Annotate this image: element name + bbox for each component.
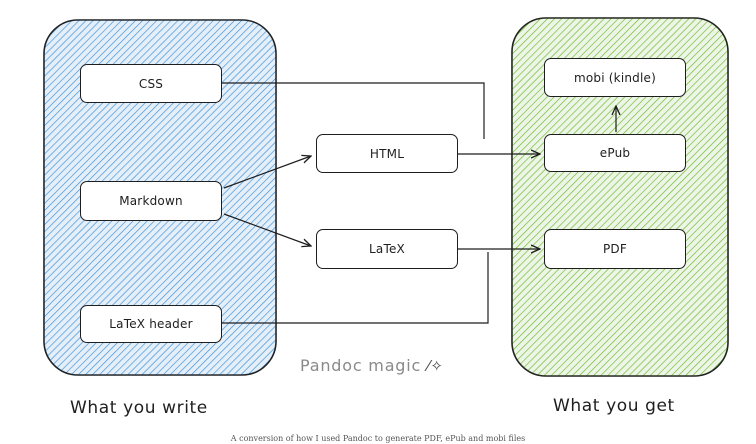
magic-wand-icon: ⁄✧ <box>427 357 444 375</box>
arrow-markdown-latex <box>223 213 311 246</box>
pandoc-magic-text: Pandoc magic <box>300 356 422 375</box>
arrow-markdown-html <box>223 156 311 189</box>
outputs-panel <box>511 17 729 377</box>
node-epub: ePub <box>544 134 686 172</box>
outputs-title: What you get <box>553 396 675 416</box>
node-html: HTML <box>316 134 458 173</box>
connector-latexheader-pdf <box>222 252 489 324</box>
node-mobi: mobi (kindle) <box>544 58 686 97</box>
figure-caption: A conversion of how I used Pandoc to gen… <box>230 434 526 443</box>
pandoc-magic-label: Pandoc magic ⁄✧ <box>300 356 444 375</box>
node-latex-header: LaTeX header <box>80 305 222 343</box>
node-pdf: PDF <box>544 229 686 269</box>
node-latex: LaTeX <box>316 229 458 269</box>
connector-css-epub <box>222 82 485 139</box>
inputs-title: What you write <box>70 398 208 418</box>
node-css: CSS <box>80 64 222 103</box>
node-markdown: Markdown <box>80 181 222 221</box>
